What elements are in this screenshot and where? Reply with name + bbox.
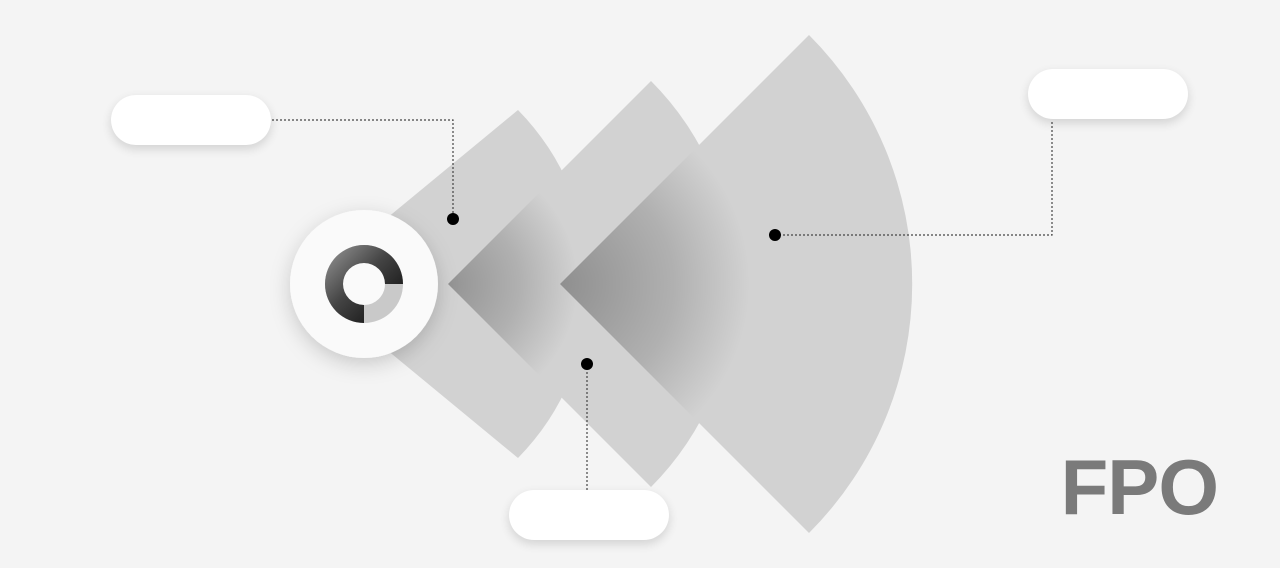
hub	[290, 210, 438, 358]
progress-ring-icon	[325, 245, 403, 323]
label-pill-right	[1028, 69, 1188, 119]
node-dot-bottom	[581, 358, 593, 370]
connector-line-right	[775, 120, 1053, 236]
fpo-stamp: FPO	[1060, 443, 1219, 531]
node-dot-right	[769, 229, 781, 241]
label-pill-left	[111, 95, 271, 145]
node-dot-left	[447, 213, 459, 225]
connector-line-left	[272, 119, 454, 219]
label-pill-bottom	[509, 490, 669, 540]
